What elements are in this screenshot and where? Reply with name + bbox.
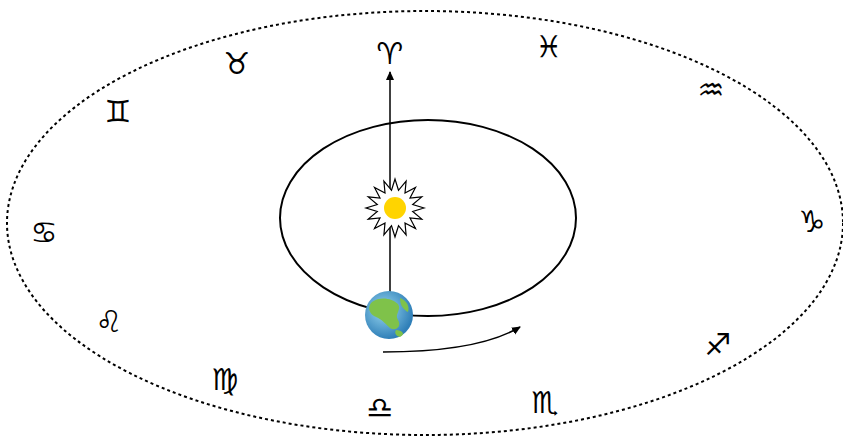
- sun-rays: [366, 179, 424, 237]
- zodiac-sign: ♈: [377, 39, 404, 69]
- motion-arrow: [383, 327, 520, 352]
- zodiac-sign: ♑: [799, 207, 826, 237]
- zodiac-sign: ♏: [532, 388, 559, 418]
- zodiac-sign: ♋: [31, 218, 58, 248]
- zodiac-sign: ♊: [105, 97, 132, 127]
- zodiac-sign: ♍: [212, 365, 239, 395]
- zodiac-sign: ♉: [224, 49, 251, 79]
- earth-orbit: [280, 120, 576, 316]
- zodiac-sign: ♌: [96, 307, 123, 337]
- sun-disc: [384, 197, 406, 219]
- earth-globe: [365, 291, 413, 339]
- zodiac-sign: ♐: [705, 330, 732, 360]
- zodiac-sign: ♎: [367, 393, 394, 423]
- zodiac-sign: ♓: [536, 32, 563, 62]
- zodiac-ellipse: [7, 11, 843, 435]
- sight-arrow: [389, 72, 391, 292]
- zodiac-sign: ♒: [698, 75, 725, 105]
